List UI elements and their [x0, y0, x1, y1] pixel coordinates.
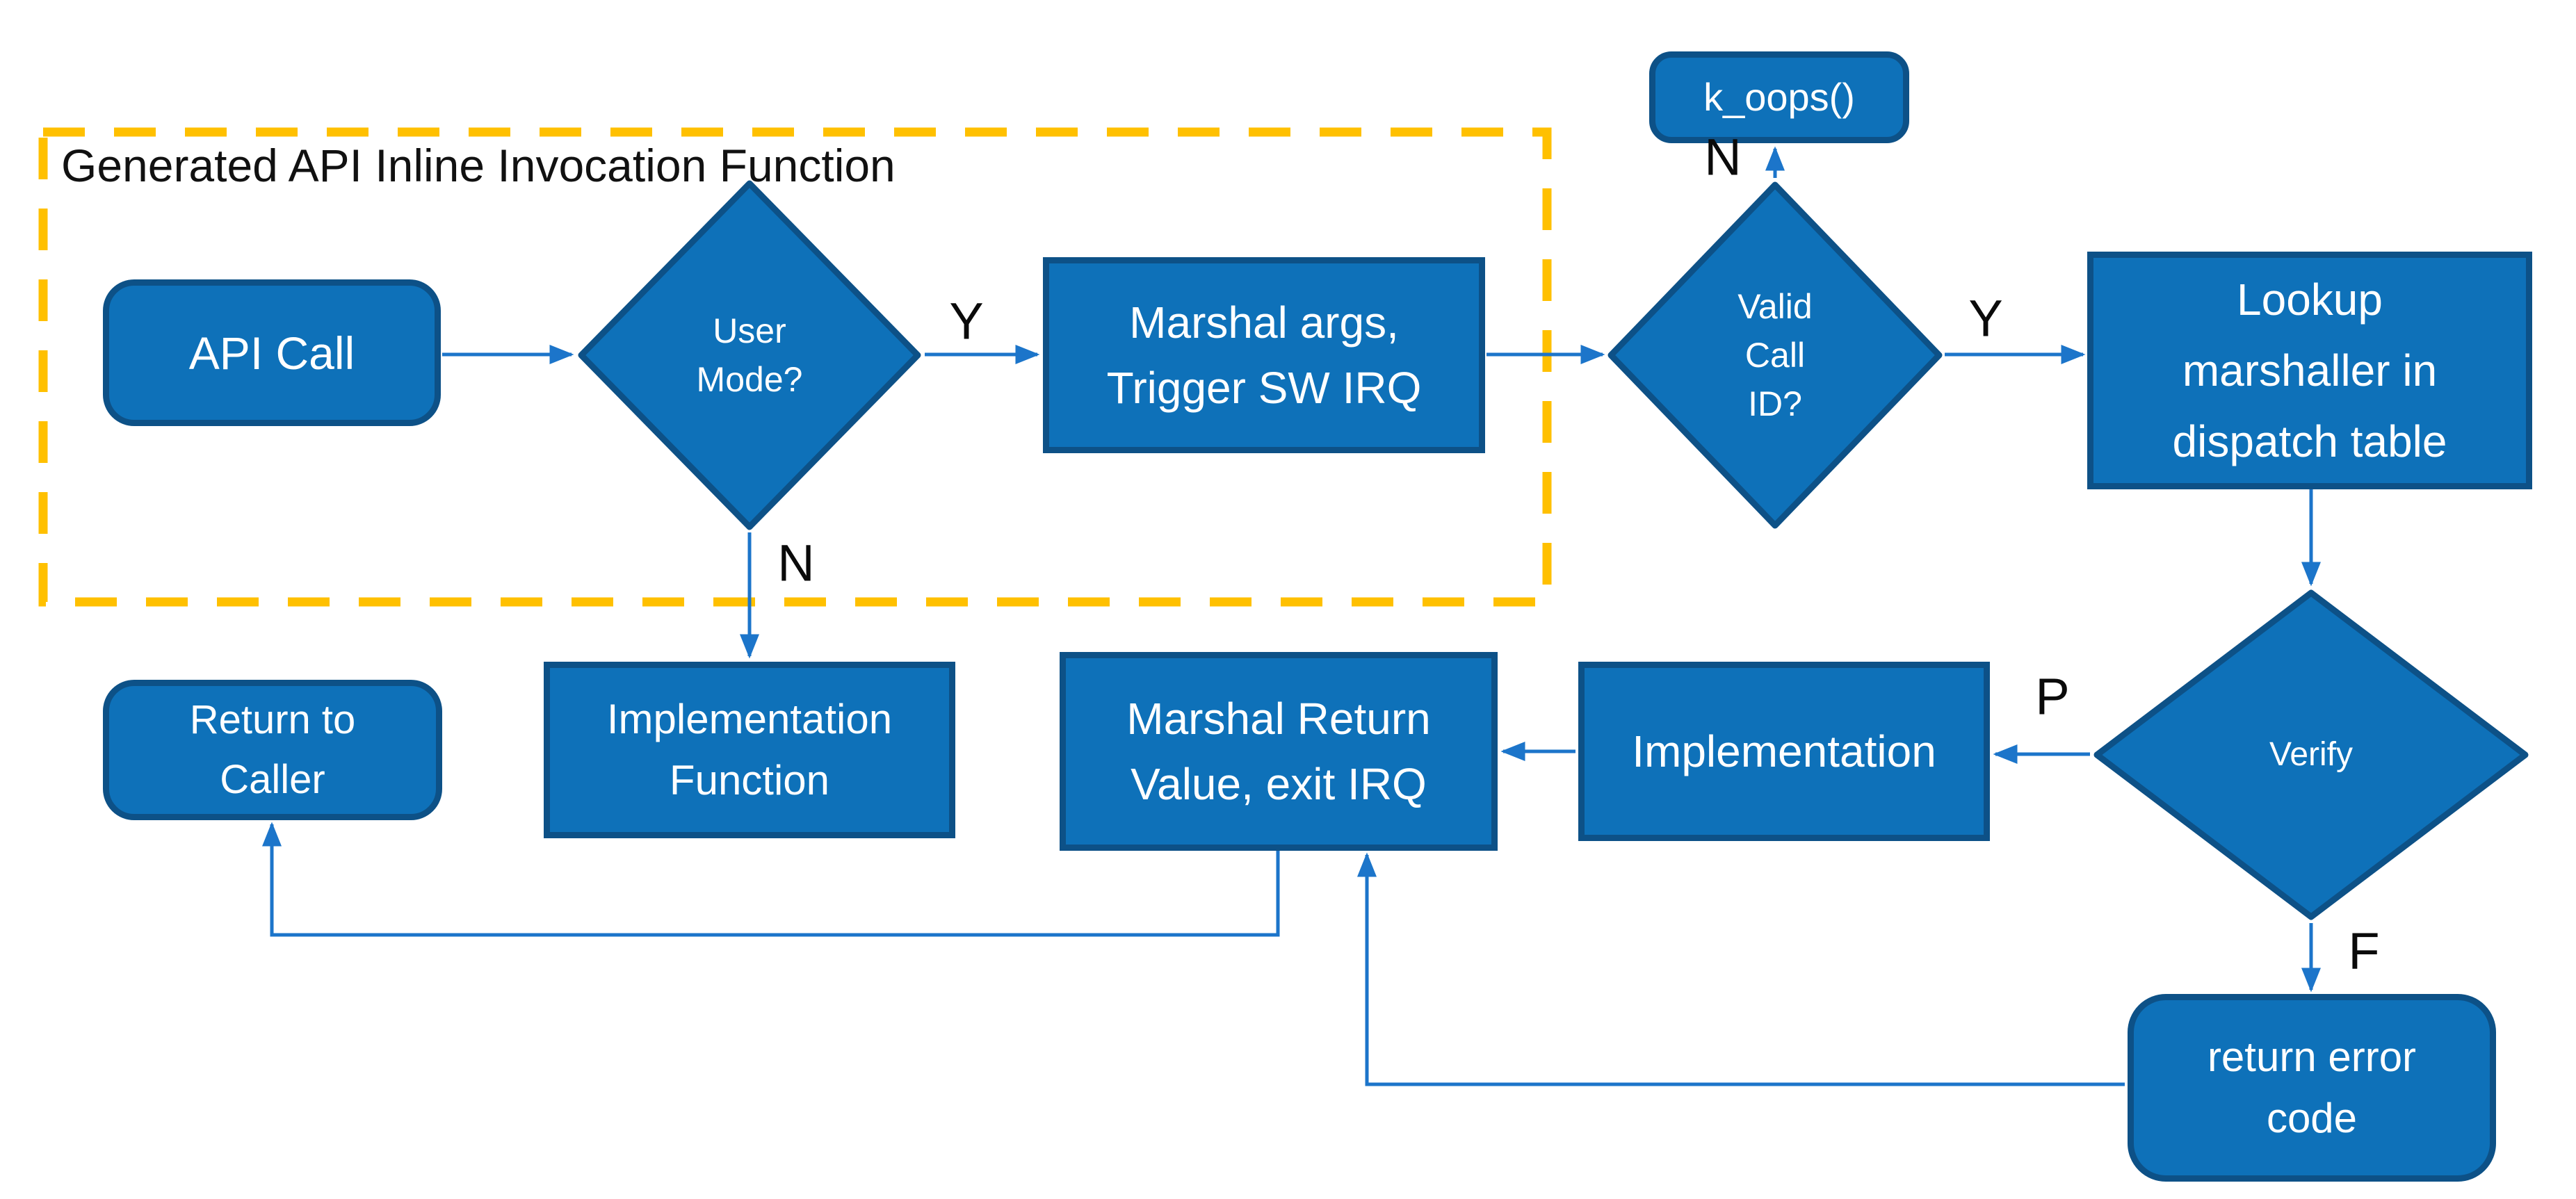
node-marshal-return-value: Marshal Return Value, exit IRQ — [1060, 652, 1498, 851]
label-verify-fail: F — [2348, 922, 2380, 980]
node-api-call-label: API Call — [188, 327, 355, 379]
node-lookup-line1: Lookup — [2237, 275, 2383, 325]
node-return-error-line1: return error — [2207, 1034, 2417, 1080]
decision-valid-call-line3: ID? — [1748, 384, 1802, 423]
label-user-mode-no: N — [777, 534, 815, 592]
node-return-error-line2: code — [2266, 1095, 2358, 1141]
node-impl-function-line2: Function — [669, 757, 830, 804]
decision-verify: Verify — [2093, 589, 2529, 921]
node-lookup-marshaller: Lookup marshaller in dispatch table — [2087, 252, 2532, 489]
decision-user-mode: User Mode? — [577, 179, 922, 531]
node-return-error-code: return error code — [2128, 994, 2496, 1182]
node-k-oops-label: k_oops() — [1703, 75, 1855, 119]
node-return-caller-line1: Return to — [189, 697, 356, 742]
node-return-caller-line2: Caller — [220, 757, 325, 802]
node-lookup-line2: marshaller in — [2182, 345, 2438, 395]
decision-valid-call-id: Valid Call ID? — [1607, 181, 1943, 530]
verify-diamond-shape — [2093, 589, 2529, 920]
decision-valid-call-line2: Call — [1744, 336, 1806, 375]
node-implementation-function: Implementation Function — [544, 662, 955, 838]
label-user-mode-yes: Y — [949, 292, 984, 350]
node-marshal-args-line1: Marshal args, — [1129, 297, 1399, 348]
node-implementation: Implementation — [1578, 662, 1990, 841]
node-marshal-args-line2: Trigger SW IRQ — [1106, 363, 1422, 413]
node-lookup-line3: dispatch table — [2172, 416, 2447, 466]
decision-user-mode-line2: Mode? — [696, 360, 803, 399]
label-valid-call-no: N — [1704, 128, 1742, 186]
node-impl-function-line1: Implementation — [606, 696, 893, 742]
user-mode-diamond-shape — [578, 180, 921, 530]
node-implementation-label: Implementation — [1632, 726, 1936, 776]
node-marshal-return-line1: Marshal Return — [1126, 694, 1431, 744]
valid-call-diamond-shape — [1607, 181, 1943, 529]
decision-verify-label: Verify — [2269, 736, 2354, 773]
decision-user-mode-line1: User — [713, 311, 786, 350]
node-api-call: API Call — [103, 279, 441, 426]
connector-return-error-to-marshal-return — [1357, 852, 2125, 1086]
label-verify-pass: P — [2035, 667, 2070, 726]
node-marshal-args: Marshal args, Trigger SW IRQ — [1043, 257, 1485, 453]
node-k-oops: k_oops() — [1649, 51, 1909, 143]
diagram-title: Generated API Inline Invocation Function — [61, 140, 896, 191]
decision-valid-call-line1: Valid — [1737, 287, 1813, 326]
label-valid-call-yes: Y — [1968, 289, 2003, 348]
node-marshal-return-line2: Value, exit IRQ — [1131, 759, 1427, 809]
node-return-to-caller: Return to Caller — [103, 680, 442, 820]
